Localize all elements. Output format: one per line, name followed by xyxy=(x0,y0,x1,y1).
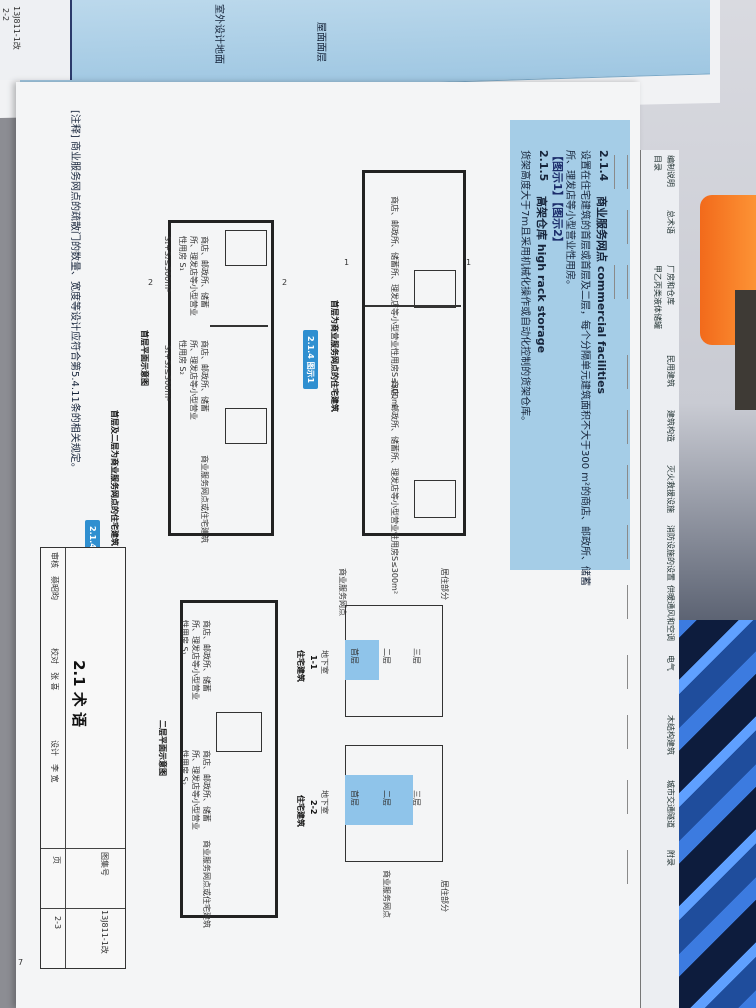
fig2-floor2-stair xyxy=(216,712,262,752)
tb-design: 设计 xyxy=(50,740,59,756)
fig1-mark-right: 1 xyxy=(466,258,472,267)
dark-object xyxy=(735,290,756,410)
tab-11[interactable]: 木结构建筑 xyxy=(627,715,676,755)
prev-label-ground: 室外设计地面 xyxy=(213,4,224,64)
tb-atlas-value: 13J811-1改 xyxy=(100,910,109,954)
prev-label-roof: 屋面面层 xyxy=(315,22,326,62)
tb-page-label: 页 xyxy=(52,856,61,864)
sec22-floor1: 首层 xyxy=(350,790,359,806)
fig1-stair-1 xyxy=(414,270,456,308)
sec11-floor3: 三层 xyxy=(412,648,421,664)
tab-6[interactable]: 建筑构造 xyxy=(627,410,676,444)
fig2-floor2-outline xyxy=(180,600,278,918)
fig1-stair-2 xyxy=(414,480,456,518)
tab-8[interactable]: 消防设施的设置 xyxy=(627,525,676,581)
s214-number: 2.1.4 xyxy=(597,150,610,182)
tb-reviewer: 蔡昭昀 xyxy=(50,576,59,600)
fig1-mark-left: 1 xyxy=(344,258,350,267)
tb-check: 校对 xyxy=(50,648,59,664)
sec22-floor2: 二层 xyxy=(382,790,391,806)
s214-refs: 【图示1】【图示2】 xyxy=(551,150,564,248)
s215-heading: 高架仓库 high rack storage xyxy=(535,196,548,354)
fig2-room-s2: 商店、邮政所、储蓄所、理发店等小型营业性用房 S₂ xyxy=(178,340,209,420)
fig2-room-sum-2: S₁+S₂≤300m² xyxy=(163,345,172,402)
fig2-mark-right: 2 xyxy=(282,278,288,287)
page-corner-number: 7 xyxy=(18,958,24,967)
tb-vdivider xyxy=(65,548,66,968)
sec22-commercial: 商业服务网点 xyxy=(382,870,391,918)
fig1-room-2: 商店、邮政所、储蓄所、理发店等小型营业性用房S≤300m² xyxy=(390,380,399,595)
fig1-caption: 首层为商业服务网点的住宅建筑 xyxy=(330,300,339,412)
fig2-residential: 商业服务网点或住宅建筑 xyxy=(200,455,209,543)
prev-page-number: 2-2 xyxy=(1,8,10,22)
sec11-commercial: 商业服务网点 xyxy=(338,568,347,616)
prev-page-code: 13J811-1改 xyxy=(12,6,21,50)
tab-9[interactable]: 供暖通风和空调 xyxy=(627,585,676,641)
fig2-building-outline xyxy=(168,220,274,536)
fig1-room-1: 商店、邮政所、储蓄所、理发店等小型营业性用房S≤300m² xyxy=(390,196,399,411)
tb-atlas-label: 图集号 xyxy=(100,852,109,876)
sec22-floor3: 三层 xyxy=(412,790,421,806)
tab-4[interactable]: 甲乙丙类液体储罐 xyxy=(614,265,663,329)
tb-page-value: 2-3 xyxy=(53,916,62,930)
fig2-stair-1 xyxy=(225,230,267,266)
tab-5[interactable]: 民用建筑 xyxy=(627,355,676,389)
section-22-commercial-fill xyxy=(345,775,413,825)
tb-checker: 张 喜 xyxy=(50,672,59,691)
sec22-building: 住宅建筑 xyxy=(296,795,305,827)
sec11-label: 1-1 xyxy=(309,655,318,670)
sec11-floor1: 首层 xyxy=(350,648,359,664)
tab-12[interactable]: 城市交通隧道 xyxy=(627,780,676,828)
fig2-stair-2 xyxy=(225,408,267,444)
tab-7[interactable]: 灭火救援设施 xyxy=(627,465,676,513)
fig1-building-outline xyxy=(362,170,466,536)
fig2-room-sum: S₁+S₂≤300m² xyxy=(163,236,172,293)
sec22-basement: 地下室 xyxy=(320,790,329,814)
chapter-tabs xyxy=(640,150,679,1008)
fig1-partition xyxy=(365,305,461,307)
fig2-caption-3: 首层及二层为商业服务网点的住宅建筑 xyxy=(110,410,119,546)
fig2-caption-1: 首层平面示意图 xyxy=(140,330,149,386)
tb-review: 审核 xyxy=(50,552,59,568)
s215-number: 2.1.5 xyxy=(537,150,550,182)
tb-designer: 李 宽 xyxy=(50,764,59,783)
fig2-room-s1: 商店、邮政所、储蓄所、理发店等小型营业性用房 S₁ xyxy=(178,236,209,316)
tb-divider xyxy=(41,848,125,849)
sec22-residential: 居住部分 xyxy=(440,880,449,912)
note: [注释] 商业服务网点的疏散门的数量、宽度等设计应符合第5.4.11条的相关规定… xyxy=(69,110,80,473)
definition-band xyxy=(510,120,630,570)
tb-divider-2 xyxy=(41,908,125,909)
fig2-mark-left: 2 xyxy=(148,278,154,287)
tb-title: 2.1 术 语 xyxy=(70,660,88,728)
sec11-building: 住宅建筑 xyxy=(296,650,305,682)
section-11-commercial-fill xyxy=(345,640,379,680)
sec11-basement: 地下室 xyxy=(320,650,329,674)
fig2-floor2-room-s2: 商店、邮政所、储蓄所、理发店等小型营业性用房 S₂ xyxy=(180,750,211,830)
title-block xyxy=(40,547,126,969)
fig2-floor2-residential: 商业服务网点或住宅建筑 xyxy=(202,840,211,928)
tab-2[interactable]: 总术语 xyxy=(627,210,676,244)
fig1-pill: 2.1.4 图示1 xyxy=(303,330,318,390)
fig2-floor2-room-s1: 商店、邮政所、储蓄所、理发店等小型营业性用房 S₁ xyxy=(180,620,211,700)
sec22-label: 2-2 xyxy=(309,800,318,815)
fig2-partition xyxy=(210,325,268,327)
tab-10[interactable]: 电气 xyxy=(627,655,676,689)
tab-13[interactable]: 附录 xyxy=(627,850,676,884)
previous-page-margin xyxy=(0,0,72,80)
tab-1[interactable]: 目录 xyxy=(614,155,663,189)
s214-body: 设置在住宅建筑的首层或首层及二层，每个分隔单元建筑面积不大于300 m²的商店、… xyxy=(564,150,590,587)
sec11-residential: 居住部分 xyxy=(440,568,449,600)
sec11-floor2: 二层 xyxy=(382,648,391,664)
s214-heading: 商业服务网点 commercial facilities xyxy=(595,196,608,395)
fig2-caption-2: 二层平面示意图 xyxy=(158,720,167,776)
s215-body: 货架高度大于7m且采用机械化操作或自动化控制的货架仓库。 xyxy=(519,150,530,427)
